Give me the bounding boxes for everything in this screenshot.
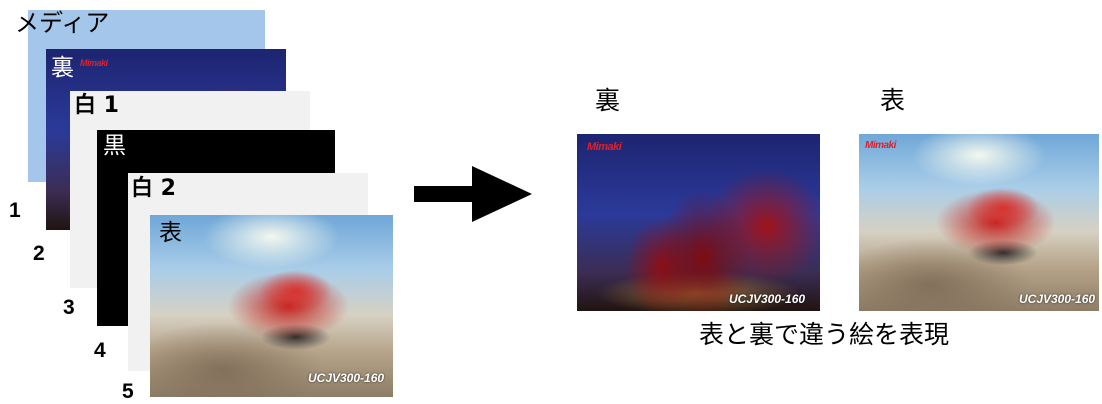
right-arrow-icon xyxy=(414,166,532,222)
result-back-image: Mimaki UCJV300-160 xyxy=(577,134,820,311)
result-caption: 表と裏で違う絵を表現 xyxy=(699,320,950,349)
media-label: メディア xyxy=(15,9,110,37)
result-back-brand: Mimaki xyxy=(587,141,622,153)
layer-number-2: 2 xyxy=(33,242,45,265)
front-layer-label: 表 xyxy=(159,220,182,246)
black-layer-label: 黒 xyxy=(103,133,126,159)
reverse-layer-brand: Mimaki xyxy=(80,58,108,68)
result-back-model: UCJV300-160 xyxy=(729,292,806,306)
front-image-layer: 表 UCJV300-160 xyxy=(150,215,393,397)
result-front-model: UCJV300-160 xyxy=(1019,292,1096,306)
result-front-brand: Mimaki xyxy=(865,140,896,151)
front-layer-model: UCJV300-160 xyxy=(308,371,385,385)
white-1-label: 白 1 xyxy=(74,93,119,118)
layer-number-5: 5 xyxy=(122,380,134,403)
white-2-label: 白 2 xyxy=(131,176,176,201)
layer-number-1: 1 xyxy=(9,199,21,222)
layer-number-3: 3 xyxy=(63,296,75,319)
layer-number-4: 4 xyxy=(94,339,106,362)
result-back-label: 裏 xyxy=(595,86,621,115)
result-front-image: Mimaki UCJV300-160 xyxy=(859,134,1099,311)
reverse-layer-label: 裏 xyxy=(51,55,74,81)
result-front-label: 表 xyxy=(880,86,906,115)
